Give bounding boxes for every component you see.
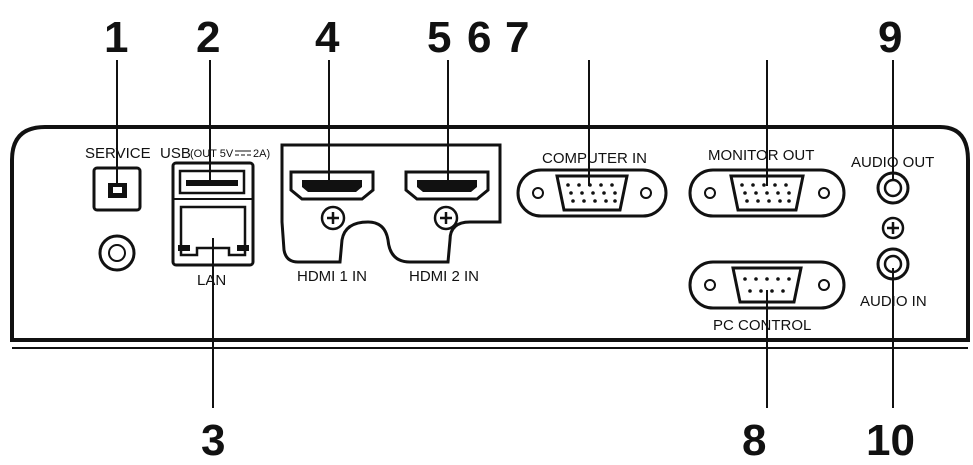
lan-label: LAN [197, 272, 226, 289]
leader-lines [116, 60, 894, 408]
callout-number-5: 5 [427, 13, 451, 62]
service-label: SERVICE [85, 145, 151, 162]
callout-number-9: 9 [878, 13, 902, 62]
hdmi-2-label: HDMI 2 IN [409, 268, 479, 285]
callout-number-8: 8 [742, 416, 766, 465]
service-usb-b-port [92, 166, 142, 212]
computer-in-label: COMPUTER IN [542, 150, 647, 167]
usb-label: USB [160, 145, 191, 162]
usb-lan-housing [171, 161, 255, 267]
hdmi-2-port [404, 170, 490, 201]
hdmi-2-screw-icon [433, 205, 459, 231]
pc-control-label: PC CONTROL [713, 317, 811, 334]
lan-led-right [237, 245, 249, 251]
callout-number-1: 1 [104, 13, 128, 62]
usb-a-tongue [186, 180, 238, 186]
hdmi-1-screw-icon [320, 205, 346, 231]
audio-screw-icon [881, 216, 905, 240]
hdmi-bracket [280, 143, 502, 264]
callout-number-6: 6 [467, 13, 491, 62]
service-jack-inner [108, 244, 126, 262]
usb-a-port [178, 169, 246, 195]
dc-symbol-icon [235, 150, 251, 156]
monitor-out-vga-port [688, 168, 846, 218]
audio-out-label: AUDIO OUT [851, 154, 934, 171]
panel-outline [10, 125, 970, 342]
callout-number-3: 3 [201, 416, 225, 465]
audio-in-label: AUDIO IN [860, 293, 927, 310]
service-jack-outer [98, 234, 136, 272]
monitor-out-label: MONITOR OUT [708, 147, 814, 164]
pc-control-serial-port [688, 260, 846, 310]
callout-number-10: 10 [866, 416, 915, 465]
service-usb-b-tongue [113, 187, 122, 193]
usb-amp-label: 2A) [253, 148, 270, 160]
callout-number-7: 7 [505, 13, 529, 62]
audio-out-jack [876, 171, 910, 205]
callout-number-4: 4 [315, 13, 340, 62]
hdmi-1-label: HDMI 1 IN [297, 268, 367, 285]
usb-spec-label: (OUT 5V [190, 148, 234, 160]
lan-led-left [178, 245, 190, 251]
lan-port [179, 205, 247, 257]
callout-number-2: 2 [196, 13, 220, 62]
audio-in-jack [876, 247, 910, 281]
hdmi-1-port [289, 170, 375, 201]
computer-in-vga-port [516, 168, 668, 218]
